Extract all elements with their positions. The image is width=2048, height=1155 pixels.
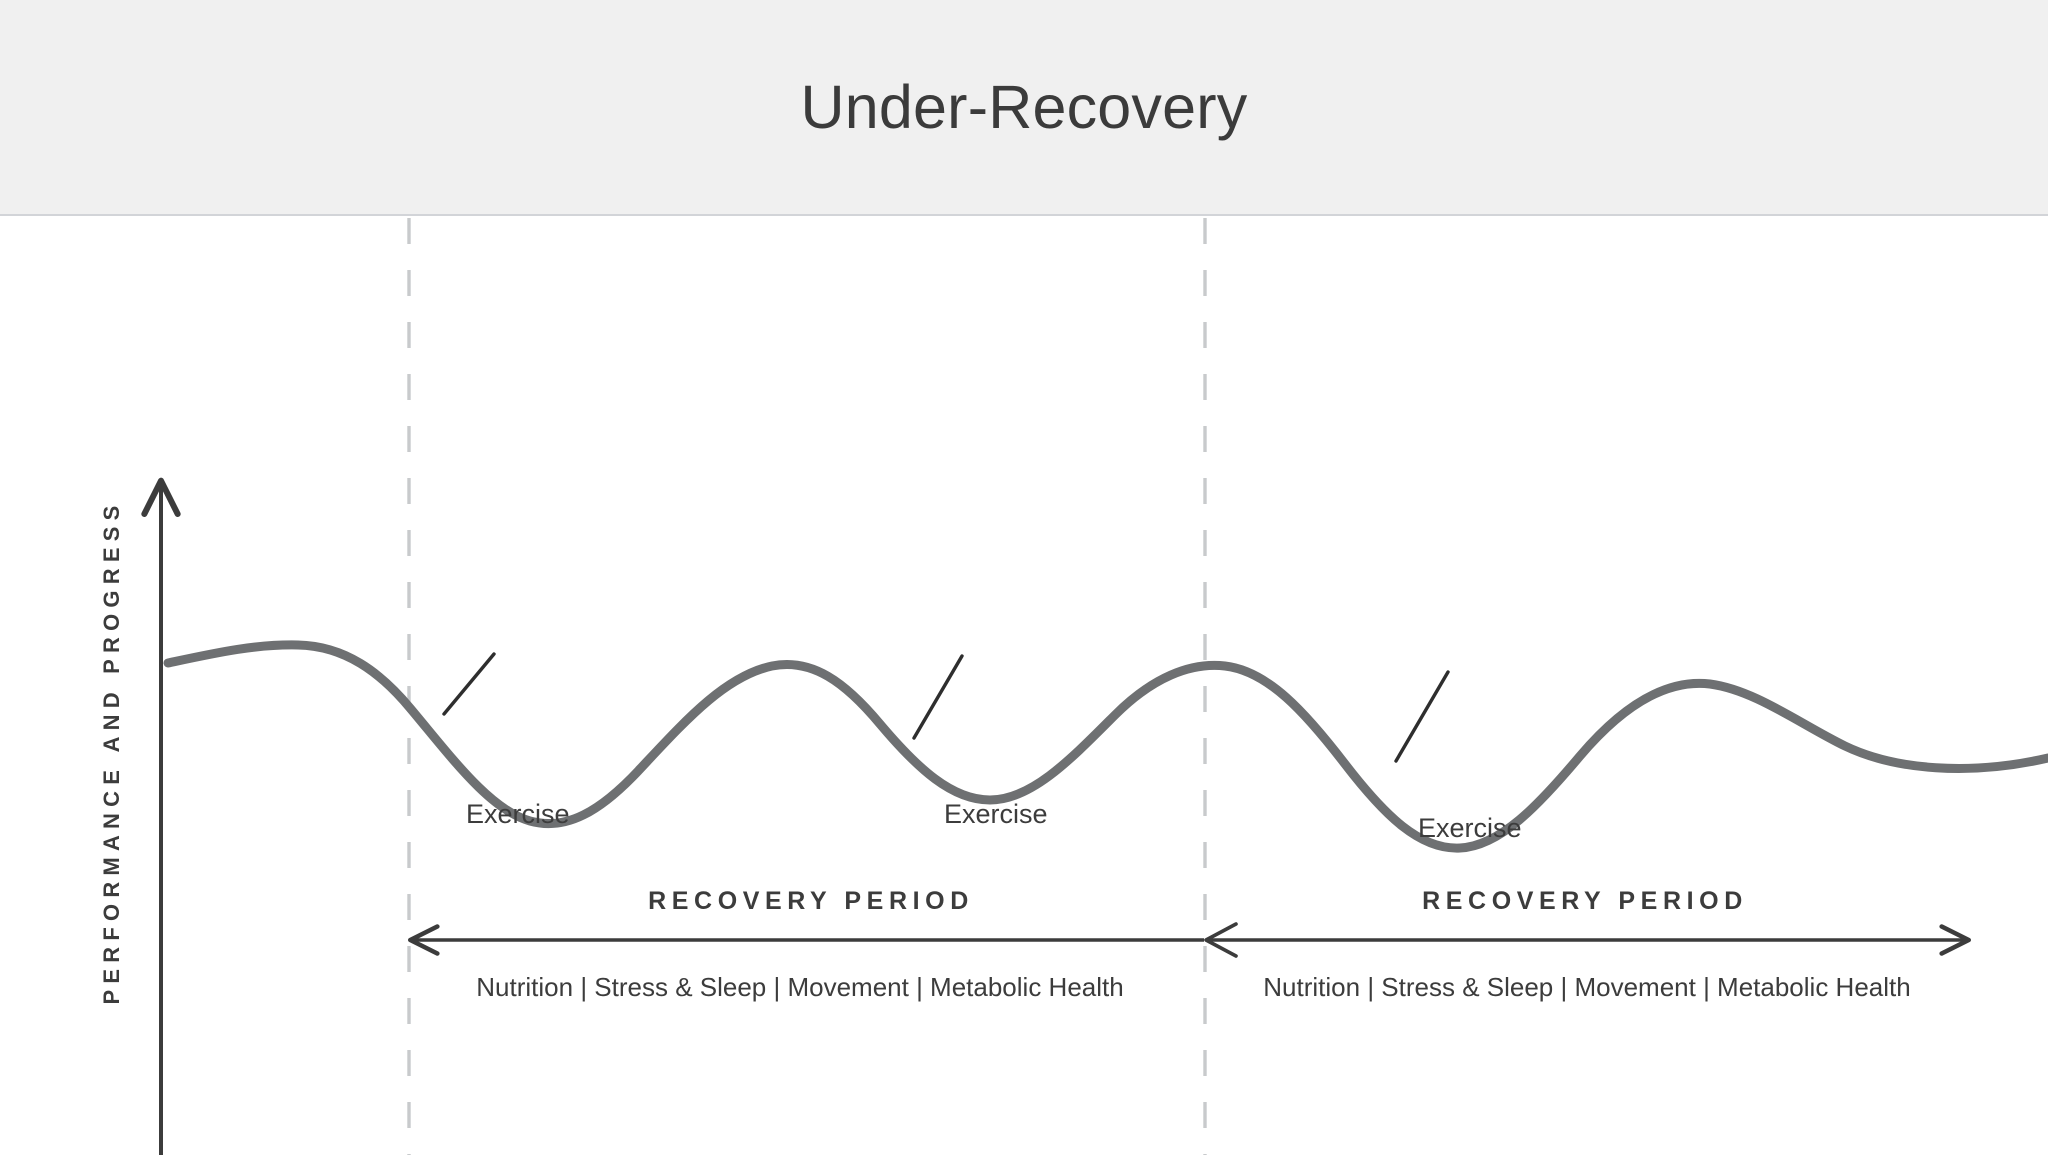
exercise-leader-line-1 xyxy=(442,652,496,716)
header-band: Under-Recovery xyxy=(0,0,2048,216)
exercise-label-3: Exercise xyxy=(1418,813,1522,843)
performance-progress-curve xyxy=(163,640,2048,853)
recovery-period-arrow-junction xyxy=(1204,922,1238,958)
exercise-label-1: Exercise xyxy=(466,799,570,829)
exercise-leader-line-2 xyxy=(912,654,964,740)
recovery-period-title-2: RECOVERY PERIOD xyxy=(1422,887,1748,915)
recovery-period-subtitle-1: Nutrition | Stress & Sleep | Movement | … xyxy=(476,972,1124,1002)
recovery-period-title-1: RECOVERY PERIOD xyxy=(648,887,974,915)
exercise-leader-line-3 xyxy=(1394,670,1450,763)
exercise-label-2: Exercise xyxy=(944,799,1048,829)
page-title: Under-Recovery xyxy=(800,73,1248,141)
recovery-period-subtitle-2: Nutrition | Stress & Sleep | Movement | … xyxy=(1263,972,1911,1002)
chart-plot-area: PERFORMANCE AND PROGRESS Exercise Exerci… xyxy=(0,216,2048,1155)
chart-svg xyxy=(141,218,2048,1155)
